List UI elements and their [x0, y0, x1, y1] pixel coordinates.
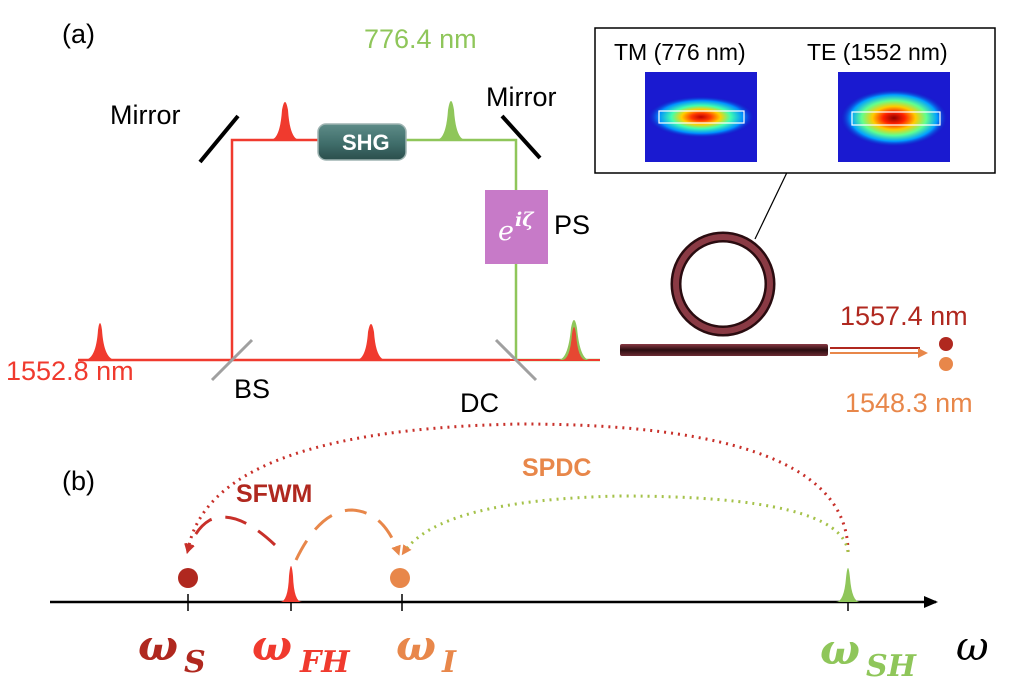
omega-s-label: ω S — [138, 621, 206, 680]
pulse-fh-combined — [562, 327, 586, 360]
tm-mode-image — [645, 72, 757, 162]
mirror-right — [500, 114, 542, 160]
pulse-fh-upper — [270, 102, 300, 140]
sfwm-arrow-signal — [185, 515, 277, 554]
panel-a-label: (a) — [62, 19, 95, 49]
spdc-arrow-signal — [184, 422, 850, 554]
pulse-sh-upper — [436, 101, 466, 140]
pulse-input — [84, 323, 116, 360]
mirror-right-label: Mirror — [486, 82, 556, 112]
phase-symbol: e — [498, 216, 514, 247]
svg-text:ω: ω — [252, 621, 292, 670]
tm-mode-title: TM (776 nm) — [614, 39, 746, 65]
omega-axis-label: ω — [956, 624, 989, 670]
shg-crystal: SHG — [317, 123, 407, 161]
bs-label: BS — [234, 374, 270, 404]
omega-sh-label: ω SH — [820, 625, 918, 684]
bus-waveguide — [620, 344, 828, 356]
svg-text:SH: SH — [866, 649, 918, 684]
svg-text:ω: ω — [396, 621, 436, 670]
sfwm-label: SFWM — [236, 480, 312, 508]
output-idler-dot — [939, 357, 953, 371]
dc-label: DC — [460, 388, 499, 418]
microring-resonator — [620, 231, 828, 356]
output-signal-dot — [939, 337, 953, 351]
sh-wavelength-label: 776.4 nm — [364, 24, 477, 54]
phase-shifter: e iζ — [485, 190, 548, 264]
pulse-fh-lower — [356, 324, 386, 360]
svg-text:FH: FH — [299, 645, 351, 680]
omega-i-label: ω I — [396, 621, 457, 680]
te-mode-image — [838, 72, 950, 162]
phase-exponent: iζ — [515, 209, 535, 231]
phase-shifter-label: PS — [554, 210, 590, 240]
inset-pointer-line — [754, 161, 793, 240]
fh-peak — [280, 566, 302, 602]
pulses — [84, 101, 590, 360]
sh-peak — [836, 568, 860, 602]
sfwm-arrow-idler — [294, 508, 401, 561]
shg-label: SHG — [342, 130, 390, 155]
input-wavelength-label: 1552.8 nm — [6, 356, 134, 386]
fh-upper-path — [230, 138, 320, 360]
output-signal-label: 1557.4 nm — [840, 301, 968, 331]
mirror-left — [198, 114, 240, 164]
panel-b-label: (b) — [62, 466, 95, 496]
mode-profile-inset: TM (776 nm) TE (1552 nm) — [594, 27, 996, 174]
output-idler-label: 1548.3 nm — [845, 388, 973, 418]
svg-text:ω: ω — [138, 621, 178, 670]
spdc-label: SPDC — [522, 454, 591, 482]
idler-dot — [390, 568, 410, 588]
bs-element — [210, 338, 254, 382]
spdc-arrow-idler — [401, 494, 850, 556]
omega-fh-label: ω FH — [252, 621, 351, 680]
signal-dot — [178, 568, 198, 588]
svg-text:ω: ω — [820, 625, 860, 674]
mirror-left-label: Mirror — [110, 100, 180, 130]
te-mode-title: TE (1552 nm) — [807, 39, 948, 65]
dc-element — [494, 338, 538, 382]
svg-text:S: S — [184, 645, 206, 680]
svg-text:I: I — [441, 645, 457, 680]
